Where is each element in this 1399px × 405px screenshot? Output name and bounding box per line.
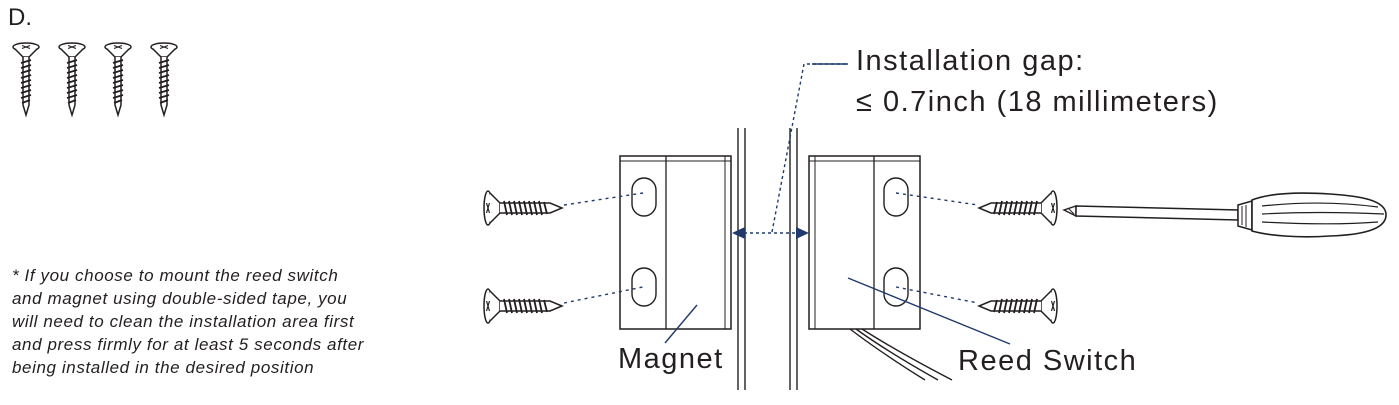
magnet-body [619,155,732,330]
magnet-leader [664,304,698,344]
tape-mounting-note: * If you choose to mount the reed switch… [12,264,432,379]
frame-edges [737,128,798,390]
reed-switch-body [808,155,921,330]
magnet-label: Magnet [618,343,724,375]
screw-icon [978,190,1058,226]
screw-icon [58,42,86,116]
gap-value: ≤ 0.7inch (18 millimeters) [856,86,1219,118]
screw-icon [104,42,132,116]
note-line: will need to clean the installation area… [12,312,355,331]
reed-switch-label: Reed Switch [958,345,1138,377]
reed-switch-leader [847,277,1011,345]
screw-icon [483,288,563,324]
arrow-right-icon [796,227,809,239]
screw-icon [978,288,1058,324]
note-line: and press firmly for at least 5 seconds … [12,335,365,354]
gap-title: Installation gap: [856,45,1085,77]
screwdriver-icon [1062,192,1387,238]
note-line: and magnet using double-sided tape, you [12,289,348,308]
note-line: being installed in the desired position [12,358,315,377]
screw-icon [150,42,178,116]
screw-icon [12,42,40,116]
screw-icon [483,190,563,226]
gap-indicator [732,63,848,239]
step-label: D. [8,4,32,31]
note-line: * If you choose to mount the reed switch [12,266,339,285]
arrow-left-icon [732,227,745,239]
reed-switch-wires [849,328,953,381]
